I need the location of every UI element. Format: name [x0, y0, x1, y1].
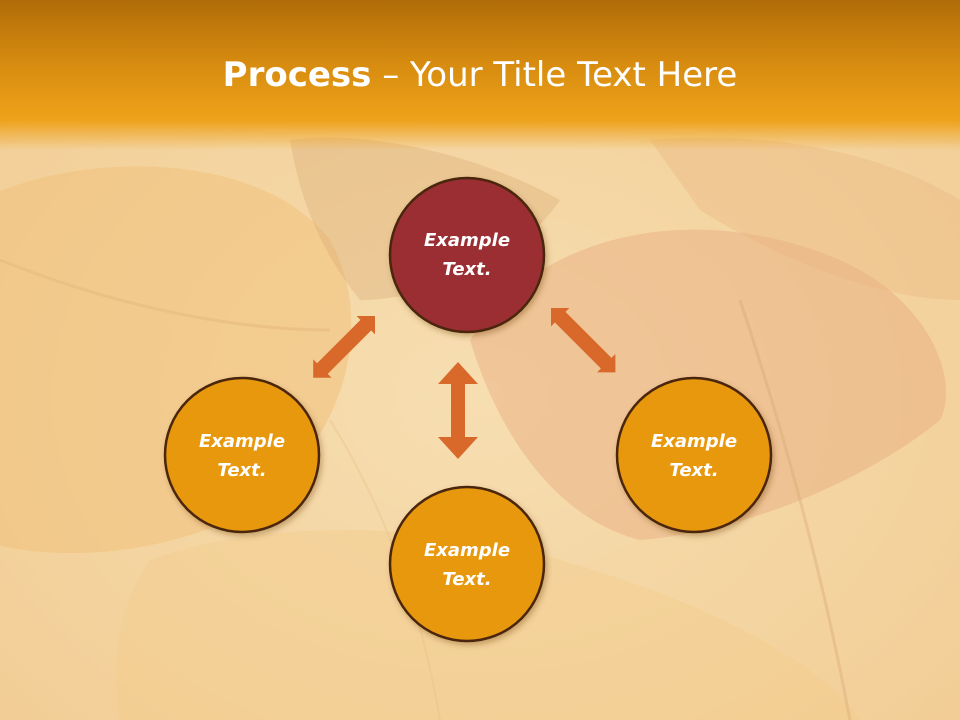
node-top-line2: Text. — [442, 259, 491, 280]
node-bottom-circle — [388, 485, 546, 643]
node-right-circle — [615, 376, 773, 534]
node-right[interactable]: Example Text. — [615, 376, 773, 534]
leaf-vein — [738, 299, 852, 720]
arrow-top-left[interactable] — [313, 316, 375, 378]
node-left-line1: Example — [199, 431, 285, 452]
title-bar — [0, 0, 960, 150]
node-right-line1: Example — [651, 431, 737, 452]
leaf-top-right — [650, 137, 960, 300]
title-bold: Process — [222, 55, 372, 95]
node-bottom[interactable]: Example Text. — [388, 485, 546, 643]
node-top[interactable]: Example Text. — [388, 176, 546, 334]
node-left[interactable]: Example Text. — [163, 376, 321, 534]
leaf-vein — [0, 258, 331, 332]
node-bottom-line2: Text. — [442, 569, 491, 590]
arrow-vertical[interactable] — [438, 362, 478, 459]
slide-title[interactable]: Process – Your Title Text Here — [0, 54, 960, 96]
node-left-line2: Text. — [217, 460, 266, 481]
title-rest: Your Title Text Here — [410, 55, 738, 95]
node-bottom-line1: Example — [424, 540, 510, 561]
node-top-circle — [388, 176, 546, 334]
node-right-line2: Text. — [669, 460, 718, 481]
node-left-circle — [163, 376, 321, 534]
node-top-line1: Example — [424, 230, 510, 251]
arrow-top-right[interactable] — [551, 308, 616, 373]
title-separator: – — [371, 55, 411, 95]
